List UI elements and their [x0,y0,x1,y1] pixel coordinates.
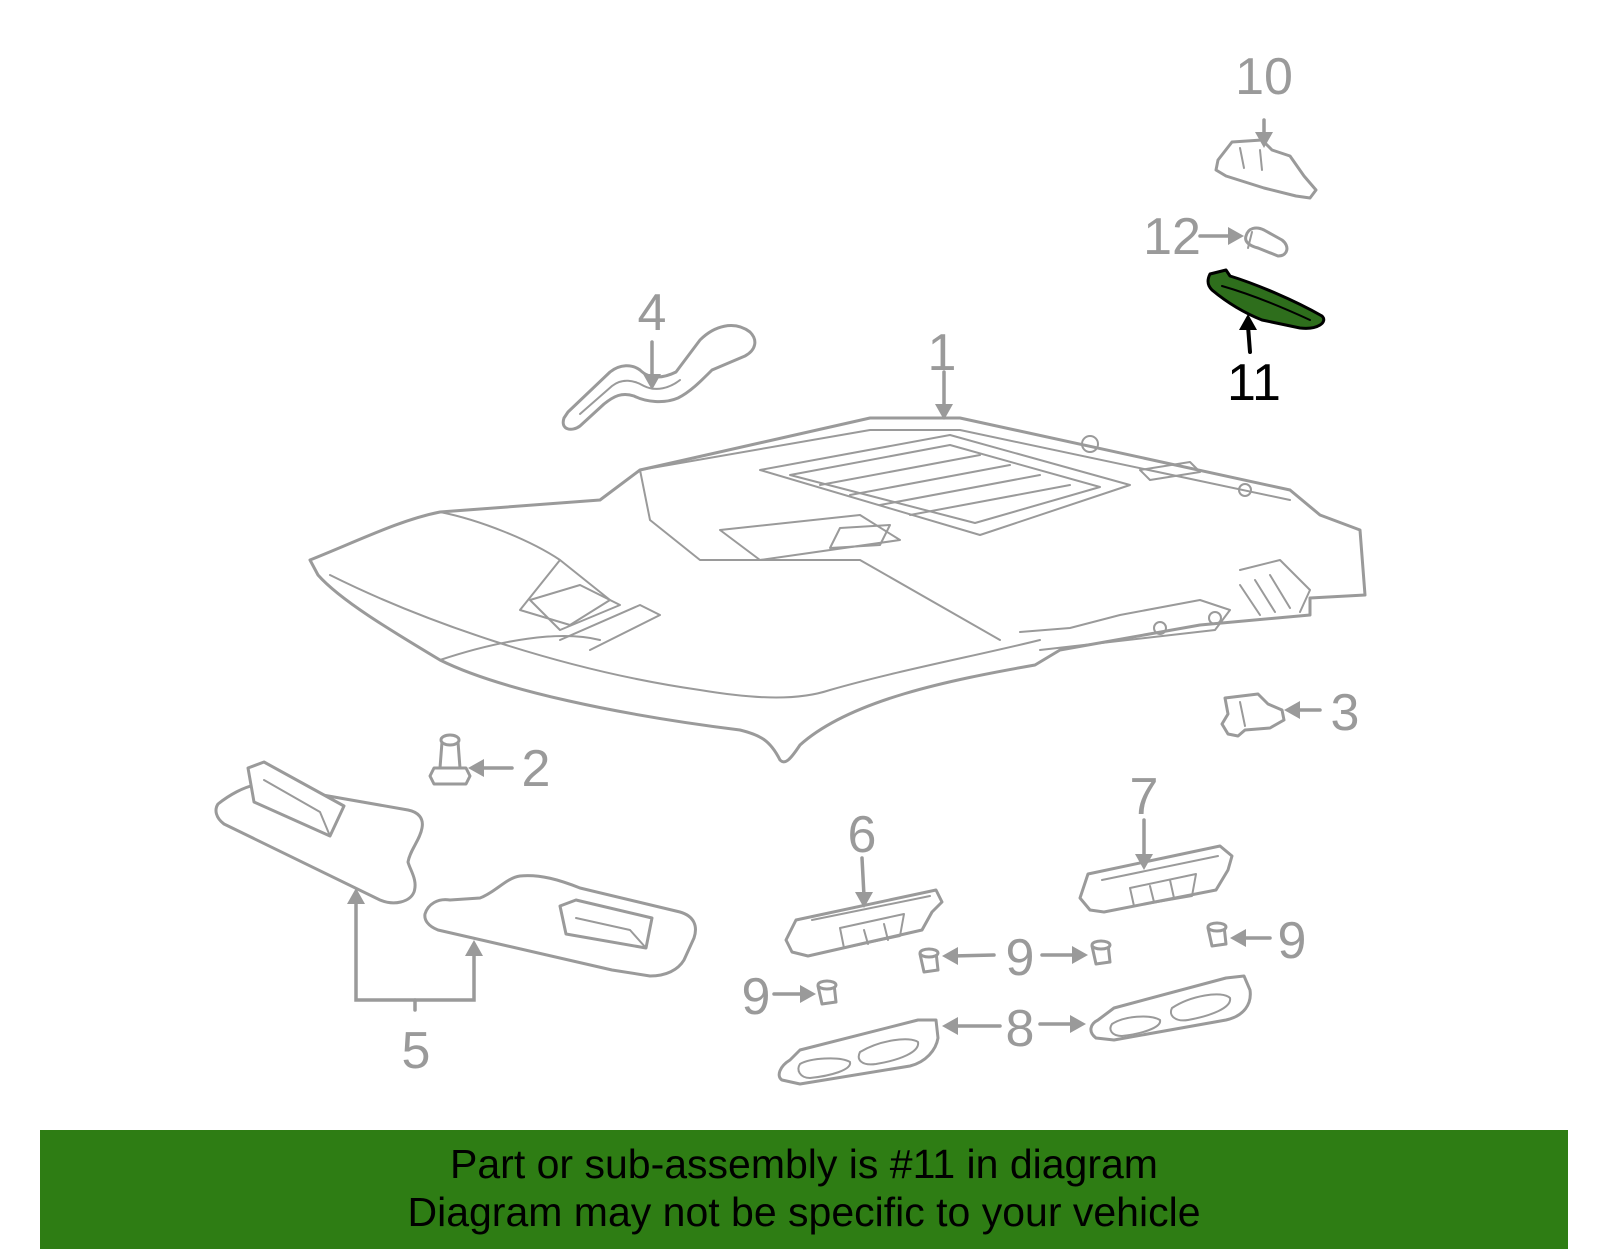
part-5-sun-visors [214,760,697,1012]
callout-4: 4 [638,284,667,342]
callout-11-highlighted: 11 [1227,354,1281,412]
part-12-bulb [1198,226,1289,258]
callout-8: 8 [1006,1000,1035,1058]
parts-diagram: 1 2 3 4 5 6 7 8 9 9 9 10 12 11 [214,48,1367,1086]
banner-line-2: Diagram may not be specific to your vehi… [407,1189,1201,1235]
callout-7: 7 [1130,768,1159,826]
banner-line-1: Part or sub-assembly is #11 in diagram [450,1141,1158,1187]
part-1-headliner [308,416,1367,764]
part-8-lamps [777,974,1252,1086]
callout-1: 1 [928,324,957,382]
callout-5: 5 [402,1022,431,1080]
part-2-clip [428,733,472,786]
callout-2: 2 [522,740,551,798]
part-7-console [1078,844,1234,914]
callout-9-right: 9 [1278,912,1307,970]
part-3-bracket [1220,692,1286,738]
callout-9-center: 9 [1006,929,1035,987]
callout-10: 10 [1235,48,1293,106]
callout-12: 12 [1143,208,1201,266]
callout-9-left: 9 [742,968,771,1026]
info-banner: Part or sub-assembly is #11 in diagram D… [40,1130,1568,1249]
part-9-clips [772,921,1272,1006]
callout-labels: 1 2 3 4 5 6 7 8 9 9 9 10 12 11 [402,48,1360,1080]
part-6-console [784,888,944,958]
callout-3: 3 [1331,684,1360,742]
leader-lines [468,118,1322,908]
part-11-lens-highlighted [1206,268,1326,354]
part-10-lamp-housing [1214,138,1318,200]
callout-6: 6 [848,806,877,864]
